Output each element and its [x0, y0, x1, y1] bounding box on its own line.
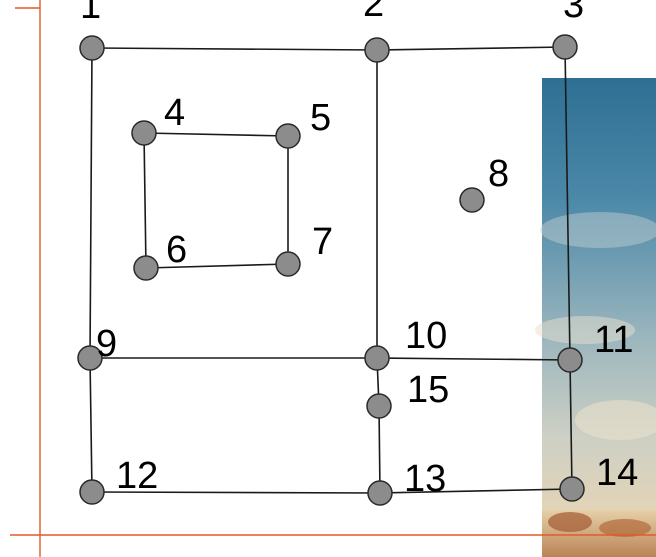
- edge-4-6: [144, 133, 146, 268]
- node-label-6: 6: [166, 229, 187, 271]
- node-11: [558, 348, 582, 372]
- node-13: [368, 481, 392, 505]
- node-14: [560, 477, 584, 501]
- node-label-9: 9: [96, 323, 117, 365]
- node-label-7: 7: [312, 221, 333, 263]
- edge-1-9: [90, 48, 92, 358]
- edge-10-11: [377, 358, 570, 360]
- node-5: [276, 124, 300, 148]
- edge-2-3: [377, 47, 565, 50]
- node-12: [80, 480, 104, 504]
- node-label-3: 3: [563, 0, 584, 26]
- node-15: [367, 394, 391, 418]
- node-label-4: 4: [164, 92, 185, 134]
- node-label-11: 11: [594, 319, 633, 361]
- node-8: [460, 188, 484, 212]
- node-7: [276, 252, 300, 276]
- node-label-12: 12: [116, 455, 158, 497]
- node-label-14: 14: [596, 452, 638, 494]
- node-label-10: 10: [405, 315, 447, 357]
- node-label-2: 2: [363, 0, 384, 25]
- node-label-5: 5: [310, 97, 331, 139]
- node-6: [134, 256, 158, 280]
- edge-15-13: [379, 406, 380, 493]
- node-2: [365, 38, 389, 62]
- node-10: [365, 346, 389, 370]
- node-label-1: 1: [80, 0, 101, 27]
- node-label-8: 8: [488, 153, 509, 195]
- node-label-15: 15: [407, 369, 449, 411]
- node-3: [553, 35, 577, 59]
- edge-1-2: [92, 48, 377, 50]
- node-1: [80, 36, 104, 60]
- node-4: [132, 121, 156, 145]
- edge-9-12: [90, 358, 92, 492]
- node-label-13: 13: [404, 458, 446, 500]
